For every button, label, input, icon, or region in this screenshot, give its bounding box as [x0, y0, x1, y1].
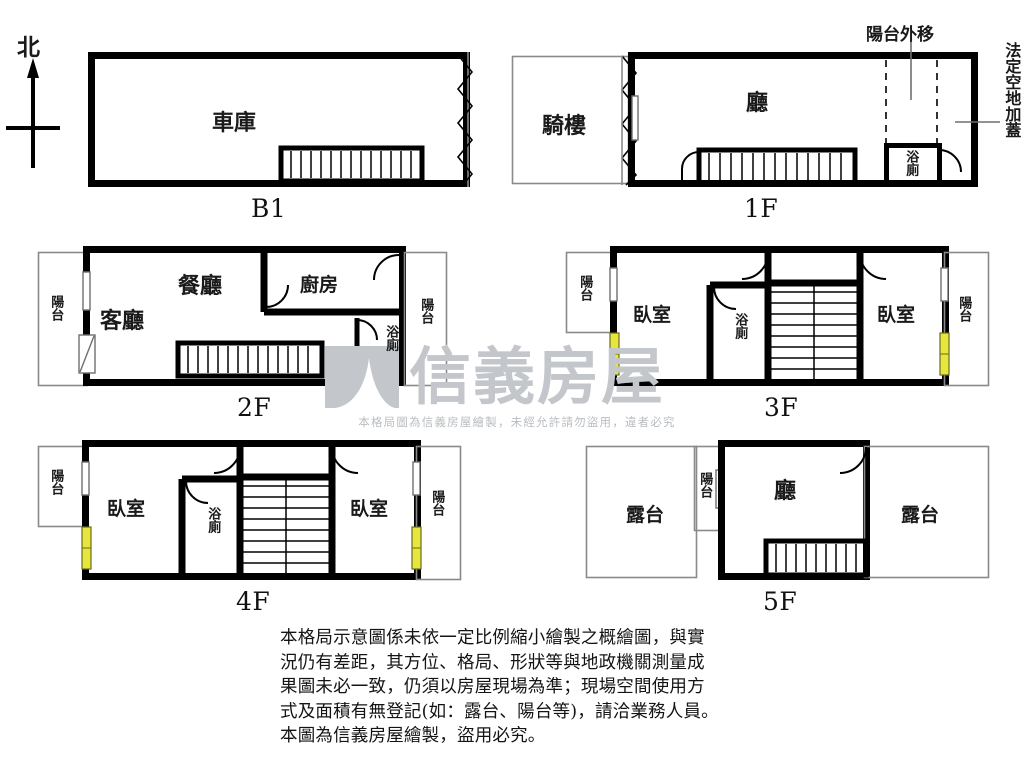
annotation-legal-space-cover: 法定空地加蓋 — [1002, 42, 1022, 138]
room-label-balcony-2f-left: 陽台 — [48, 295, 64, 321]
annotation-balcony-moved: 陽台外移 — [866, 25, 934, 45]
floor-4f-geometry — [37, 440, 462, 581]
room-label-terrace-5f-right: 露台 — [901, 504, 940, 526]
disclaimer-line-3: 果圖未必一致，仍須以房屋現場為準；現場空間使用方 — [280, 677, 705, 697]
floor-label-3f: 3F — [764, 393, 799, 422]
disclaimer-text: 本格局示意圖係未依一定比例縮小繪製之概繪圖，與實 況仍有差距，其方位、格局、形狀… — [280, 626, 785, 749]
floor-label-5f: 5F — [763, 587, 798, 616]
room-label-living-room: 客廳 — [100, 308, 145, 334]
north-arrow-icon — [6, 58, 60, 168]
room-label-balcony-4f-right: 陽台 — [429, 490, 445, 516]
disclaimer-line-1: 本格局示意圖係未依一定比例縮小繪製之概繪圖，與實 — [280, 628, 705, 648]
disclaimer-line-4: 式及面積有無登記(如：露台、陽台等)，請洽業務人員。 — [280, 701, 719, 722]
floor-label-2f: 2F — [237, 393, 272, 422]
disclaimer-line-5: 本圖為信義房屋繪製，盜用必究。 — [280, 726, 546, 746]
disclaimer-line-2: 況仍有差距，其方位、格局、形狀等與地政機關測量成 — [280, 652, 705, 673]
floor-5f-geometry — [585, 440, 990, 580]
compass-label: 北 — [17, 34, 40, 61]
room-label-balcony-3f-left: 陽台 — [577, 275, 593, 301]
room-label-terrace-5f-left: 露台 — [626, 504, 665, 526]
room-label-bedroom-4f-left: 臥室 — [107, 498, 146, 520]
room-label-dining-room: 餐廳 — [178, 273, 223, 299]
room-label-hall-5f: 廳 — [774, 478, 797, 504]
floor-3f-geometry — [565, 246, 990, 387]
floor-label-1f: 1F — [744, 194, 779, 223]
room-label-bathroom-3f: 浴廁 — [732, 313, 748, 339]
watermark-subtext: 本格局圖為信義房屋繪製，未經允許請勿盜用，違者必究 — [358, 415, 676, 429]
floor-label-4f: 4F — [236, 587, 271, 616]
room-label-balcony-4f-left: 陽台 — [48, 469, 64, 495]
room-label-balcony-5f: 陽台 — [697, 472, 713, 498]
room-label-bedroom-4f-right: 臥室 — [350, 498, 389, 520]
room-label-balcony-3f-right: 陽台 — [956, 296, 972, 322]
floor-label-b1: B1 — [251, 194, 287, 223]
room-label-bedroom-3f-right: 臥室 — [877, 304, 916, 326]
floor-b1-geometry — [88, 52, 474, 187]
room-label-bedroom-3f-left: 臥室 — [633, 304, 672, 326]
room-label-arcade: 騎樓 — [542, 113, 587, 139]
floor-1f-geometry — [511, 40, 1000, 187]
room-label-kitchen: 廚房 — [300, 274, 339, 296]
room-label-balcony-2f-right: 陽台 — [418, 298, 434, 324]
room-label-garage: 車庫 — [212, 110, 257, 136]
room-label-bathroom-1f: 浴廁 — [903, 150, 919, 176]
room-label-bathroom-2f: 浴廁 — [383, 325, 399, 351]
room-label-bathroom-4f: 浴廁 — [205, 507, 221, 533]
room-label-hall-1f: 廳 — [746, 90, 769, 116]
floor-2f-geometry — [37, 246, 448, 387]
